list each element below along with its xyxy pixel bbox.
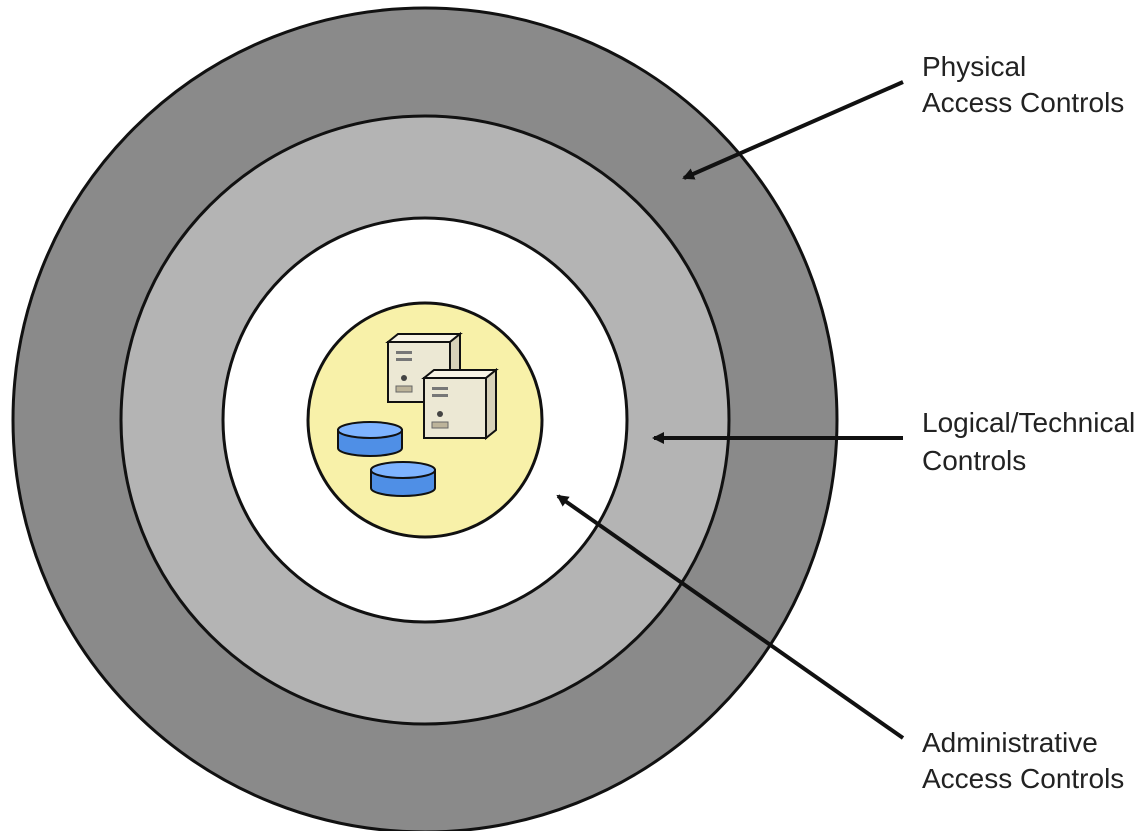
logical-label-line-1: Logical/Technical (922, 407, 1135, 438)
server-icon (421, 367, 499, 441)
database-icon (370, 461, 436, 497)
administrative-label: Administrative Access Controls (922, 727, 1124, 794)
physical-label: Physical Access Controls (922, 51, 1124, 118)
administrative-pointer-arrow (556, 494, 905, 740)
logical-label-line-2: Controls (922, 445, 1026, 476)
logical-label: Logical/Technical Controls (922, 407, 1135, 476)
physical-label-line-1: Physical (922, 51, 1026, 82)
administrative-label-line-2: Access Controls (922, 763, 1124, 794)
physical-pointer-arrow (682, 80, 904, 180)
physical-label-line-2: Access Controls (922, 87, 1124, 118)
database-icon (337, 421, 403, 457)
administrative-label-line-1: Administrative (922, 727, 1098, 758)
server-icon (385, 331, 463, 405)
